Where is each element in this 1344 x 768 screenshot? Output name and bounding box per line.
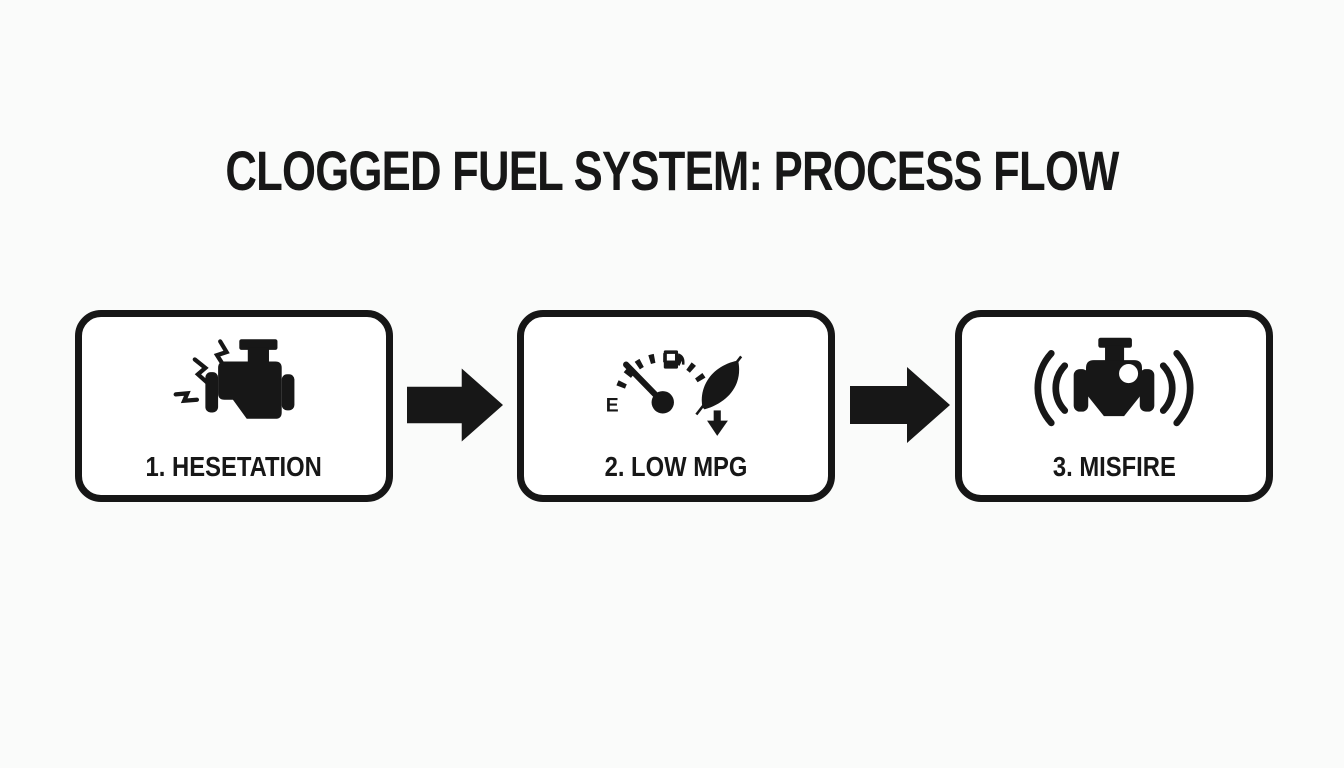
- step-label: 1. HESETATION: [145, 451, 323, 482]
- step-box-low-mpg: E 2. LOW MPG: [517, 310, 835, 502]
- page-title: CLOGGED FUEL SYSTEM: PROCESS FLOW: [225, 139, 1119, 202]
- step-label: 3. MISFIRE: [1052, 451, 1176, 482]
- step-box-hesitation: 1. HESETATION: [75, 310, 393, 502]
- right-arrow-icon: [849, 363, 951, 452]
- step-label: 2. LOW MPG: [604, 451, 748, 482]
- gauge-empty-label: E: [606, 394, 619, 416]
- right-arrow-icon: [407, 363, 503, 452]
- engine-vibration-icon: [154, 331, 314, 443]
- engine-sound-waves-icon: [1006, 331, 1222, 443]
- step-box-misfire: 3. MISFIRE: [955, 310, 1273, 502]
- fuel-gauge-leaf-icon: E: [596, 331, 756, 443]
